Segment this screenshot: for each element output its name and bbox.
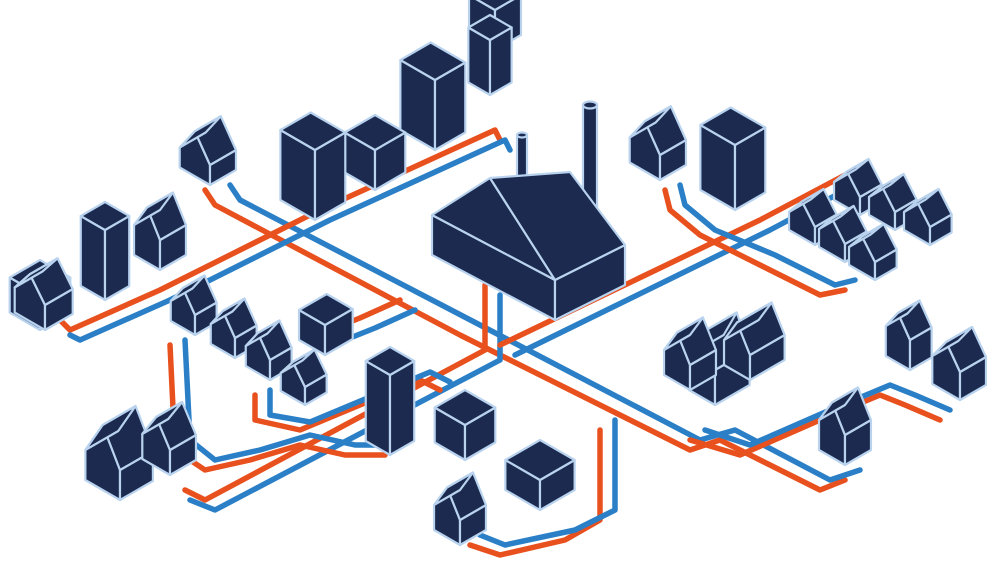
house-icon xyxy=(169,274,218,337)
house-icon xyxy=(832,157,883,217)
apartment-block-icon xyxy=(433,388,497,462)
house-icon xyxy=(817,386,873,467)
house-icon xyxy=(132,191,188,272)
apartment-block-icon xyxy=(467,13,513,97)
apartment-block-icon xyxy=(79,200,131,302)
supply-pipe xyxy=(182,282,488,503)
apartment-block-icon xyxy=(364,345,416,457)
house-icon xyxy=(13,257,74,332)
apartment-block-icon xyxy=(699,106,767,212)
apartment-block-icon xyxy=(504,438,576,512)
supply-pipe xyxy=(252,377,443,433)
return-pipe xyxy=(67,137,513,343)
house-icon xyxy=(178,115,238,187)
buildings xyxy=(8,0,988,547)
house-icon xyxy=(722,301,786,382)
return-pipe xyxy=(227,182,863,483)
apartment-block-icon xyxy=(399,41,467,152)
heating-plant-icon xyxy=(430,170,627,322)
supply-pipe xyxy=(57,127,503,333)
supply-pipe xyxy=(662,187,848,298)
return-pipe xyxy=(342,307,418,343)
house-icon xyxy=(297,292,354,357)
return-pipe xyxy=(187,292,503,513)
apartment-block-icon xyxy=(279,111,347,222)
house-icon xyxy=(209,297,258,360)
return-pipe xyxy=(477,417,618,548)
house-icon xyxy=(279,348,328,407)
house-icon xyxy=(628,105,688,182)
supply-pipe xyxy=(467,427,603,558)
return-pipe xyxy=(677,182,858,288)
apartment-block-icon xyxy=(343,113,407,192)
supply-pipe xyxy=(202,187,848,493)
house-icon xyxy=(817,204,868,264)
house-icon xyxy=(884,299,933,372)
house-icon xyxy=(847,222,898,282)
house-icon xyxy=(141,400,198,477)
house-icon xyxy=(662,316,718,392)
return-pipe xyxy=(267,369,453,425)
house-icon xyxy=(931,325,988,402)
house-icon xyxy=(902,187,953,247)
house-icon xyxy=(244,319,293,382)
house-icon xyxy=(432,471,488,547)
